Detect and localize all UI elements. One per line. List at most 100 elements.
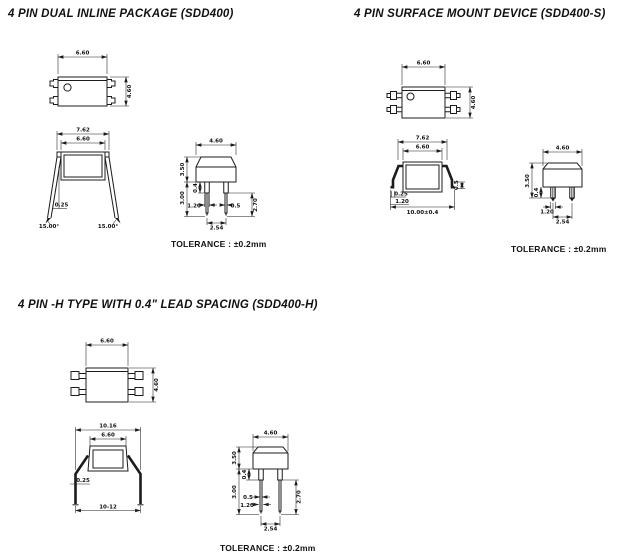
htype-top-dimensions: 6.60 4.60 xyxy=(85,339,160,403)
dim-label-lead-thickness: 0.25 xyxy=(76,478,90,484)
dim-label-left-angle: 15.00° xyxy=(39,224,59,230)
dim-label-body-depth: 4.60 xyxy=(471,96,477,110)
smd-side-package-body xyxy=(542,162,583,202)
lead1-shoulder xyxy=(258,468,264,481)
dip-top-package-body xyxy=(49,76,116,107)
dim-label-lead-width-narrow: 0.5 xyxy=(231,204,241,210)
htype-front-dimensions-bottom: 0.25 10-12 xyxy=(70,478,141,513)
dim-label-body-width: 6.60 xyxy=(76,51,90,57)
left-foot xyxy=(45,218,51,224)
dim-label-lead-width-wide: 1.20 xyxy=(540,210,554,216)
dim-label-body-width: 4.60 xyxy=(209,139,223,145)
lead1-pin xyxy=(205,192,209,214)
smd-side-dimensions-top: 4.60 xyxy=(542,146,583,166)
dim-label-lead-width: 1.20 xyxy=(395,199,409,205)
pin1-marker-circle xyxy=(63,83,72,92)
dim-label-body-depth: 4.60 xyxy=(154,378,160,392)
lead2-pin xyxy=(224,192,228,214)
htype-front-package-body xyxy=(72,445,144,506)
dim-label-tip-length: 2.70 xyxy=(297,490,303,504)
dim-label-lead-width-wide: 1.20 xyxy=(187,204,201,210)
dip-side-dimensions-left: 3.50 3.00 0.4 xyxy=(180,156,205,217)
dim-label-body-height: 3.50 xyxy=(180,163,186,177)
lead1-shoulder xyxy=(204,181,210,194)
htype-side-dimensions-right: 2.70 xyxy=(281,479,303,515)
dim-label-shoulder-height: 0.4 xyxy=(193,183,199,193)
tolerance-note-dip: TOLERANCE : ±0.2mm xyxy=(171,239,267,249)
htype-side-view-drawing: 4.60 3.50 3.00 0.4 2 xyxy=(232,431,303,533)
smd-front-view-drawing: 7.62 6.60 0.25 1.20 10.00±0.4 0 xyxy=(390,136,465,216)
smd-top-view-drawing: 6.60 4.60 xyxy=(386,61,477,119)
dim-label-lead-thickness: 0.25 xyxy=(394,192,408,198)
left-leg xyxy=(74,454,90,504)
smd-front-package-body xyxy=(390,161,455,193)
dim-label-lead-width-wide: 1.20 xyxy=(240,503,254,509)
lead2-pin xyxy=(278,479,282,512)
dim-label-lead-pitch: 2.54 xyxy=(210,226,224,232)
htype-side-dimensions-top: 4.60 xyxy=(252,431,289,451)
left-leg xyxy=(47,156,62,219)
section-title-dip: 4 PIN DUAL INLINE PACKAGE (SDD400) xyxy=(8,8,234,20)
dim-label-overall-width: 7.62 xyxy=(416,136,430,142)
section-title-smd: 4 PIN SURFACE MOUNT DEVICE (SDD400-S) xyxy=(354,8,606,20)
lead1-shoulder xyxy=(550,186,556,199)
htype-front-dimensions-top: 10.16 6.60 xyxy=(75,424,141,470)
dim-label-body-width: 6.60 xyxy=(101,433,115,439)
dim-label-foot-height: 0.5 xyxy=(454,180,460,190)
smd-front-dimensions-top: 7.62 6.60 xyxy=(397,136,448,160)
dim-label-lead-width-narrow: 0.5 xyxy=(243,495,253,501)
dip-side-dimensions-bottom: 1.20 0.5 2.54 xyxy=(187,194,241,232)
right-leg xyxy=(126,454,142,504)
dip-side-dimensions-right: 2.70 xyxy=(227,192,259,217)
right-foot xyxy=(115,218,121,224)
htype-top-view-drawing: 6.60 4.60 xyxy=(70,339,160,403)
dim-label-shoulder-height: 0.4 xyxy=(534,187,540,197)
dim-label-span: 10.00±0.4 xyxy=(407,210,439,216)
dip-top-dimensions: 6.60 4.60 xyxy=(57,51,133,107)
tolerance-note-htype: TOLERANCE : ±0.2mm xyxy=(220,543,316,553)
dip-front-view-drawing: 7.62 6.60 0.25 15.00° 15.00° xyxy=(39,128,121,230)
smd-side-dimensions-left: 3.50 0.4 xyxy=(525,162,550,199)
htype-top-package-body xyxy=(70,367,144,403)
dim-label-lead-pitch: 2.54 xyxy=(264,527,278,533)
dim-label-body-height: 3.50 xyxy=(232,451,238,465)
right-leg xyxy=(104,156,119,219)
dim-label-shoulder-height: 0.4 xyxy=(242,469,248,479)
lead1-pin xyxy=(259,479,263,512)
dim-label-span: 10-12 xyxy=(99,505,117,511)
htype-front-view-drawing: 10.16 6.60 0.25 10-12 xyxy=(70,424,144,513)
dip-side-dimensions-top: 4.60 xyxy=(195,139,237,155)
lead2-shoulder xyxy=(277,468,283,481)
dip-front-dimensions: 7.62 6.60 xyxy=(56,128,110,150)
dim-label-body-width: 4.60 xyxy=(556,146,570,152)
dim-label-body-width: 6.60 xyxy=(416,145,430,151)
dim-label-body-depth: 4.60 xyxy=(127,85,133,99)
htype-side-dimensions-bottom: 0.5 1.20 2.54 xyxy=(240,495,281,533)
dim-label-lead-pitch: 2.54 xyxy=(556,220,570,226)
right-gullwing-leg xyxy=(442,164,455,189)
lead2-shoulder xyxy=(223,181,229,194)
smd-front-dimensions-bottom: 0.25 1.20 10.00±0.4 0.5 xyxy=(390,180,465,216)
tolerance-note-smd: TOLERANCE : ±0.2mm xyxy=(511,244,607,254)
dim-label-lead-thickness: 0.25 xyxy=(55,203,69,209)
smd-top-dimensions: 6.60 4.60 xyxy=(401,61,477,119)
smd-top-package-body xyxy=(386,86,461,119)
smd-side-dimensions-bottom: 1.20 2.54 xyxy=(540,202,573,226)
section-title-htype: 4 PIN -H TYPE WITH 0.4" LEAD SPACING (SD… xyxy=(18,299,318,311)
dim-label-lead-spacing: 10.16 xyxy=(99,424,117,430)
dim-label-body-width: 6.60 xyxy=(417,61,431,67)
dim-label-tip-length: 2.70 xyxy=(253,198,259,212)
pin1-marker-circle xyxy=(406,92,415,101)
dim-label-body-width: 4.60 xyxy=(264,431,278,437)
dip-top-view-drawing: 6.60 4.60 xyxy=(49,51,133,107)
dip-front-lead-dim: 0.25 15.00° 15.00° xyxy=(39,166,118,230)
dip-side-view-drawing: 4.60 3.50 3.00 0.4 2 xyxy=(180,139,259,232)
dim-label-overall-width: 7.62 xyxy=(76,128,90,134)
dim-label-body-width: 6.60 xyxy=(100,339,114,345)
dim-label-right-angle: 15.00° xyxy=(98,224,118,230)
smd-side-view-drawing: 4.60 3.50 0.4 1.20 xyxy=(525,146,583,226)
dim-label-body-height: 3.50 xyxy=(525,174,531,188)
dim-label-lead-length: 3.00 xyxy=(232,485,238,499)
dip-front-package-body xyxy=(45,151,121,224)
